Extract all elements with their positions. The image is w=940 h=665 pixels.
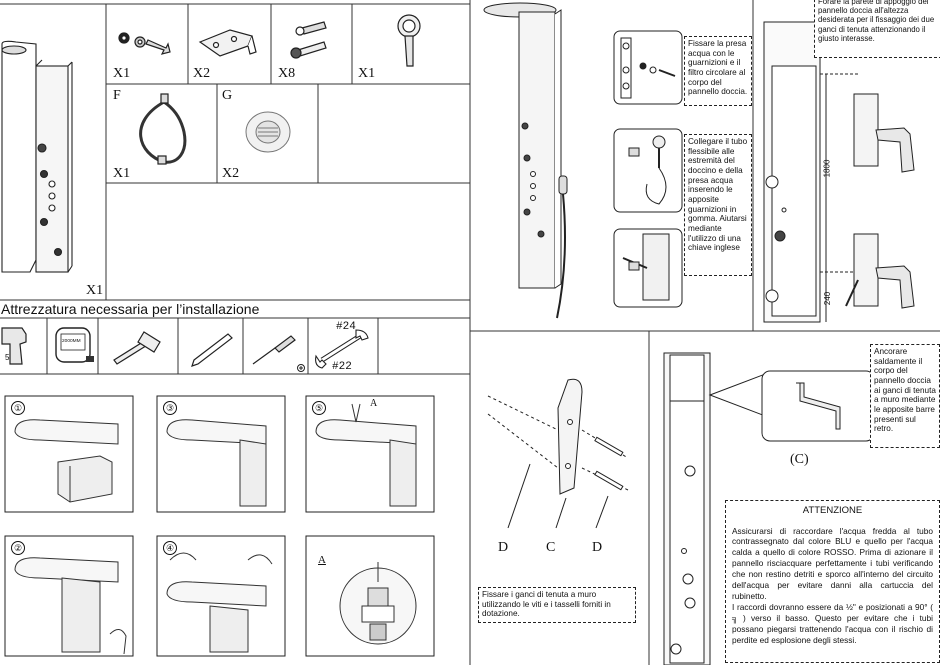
drill-bit-label: 5 [5,353,10,362]
step-5-label-a: A [370,398,378,409]
detail-a-label: A [318,554,326,566]
part-g-letter: G [222,88,233,103]
part-g-qty: X2 [222,166,240,181]
pencil-icon [191,333,233,367]
part-f-qty: X1 [113,166,131,181]
panel-on-hooks-drawing [663,352,875,665]
hook-label-d-right: D [592,540,603,555]
installed-panel-drawing [483,2,568,319]
note-presa: Fissare la presa acqua con le guarnizion… [684,36,752,106]
wall-drilling-drawing [763,21,915,323]
shower-panel-drawing [1,40,73,273]
round-filter-icon [245,111,291,153]
note-ancorare: Ancorare saldamente il corpo del pannell… [870,344,940,448]
hooks-qty-label: X2 [193,66,211,81]
screws-qty-label: X8 [278,66,296,81]
fittings-icon [118,32,171,55]
wrench-22-label: #22 [332,361,352,373]
hook-label-c-paren: (C) [790,452,809,467]
detail-presa [613,30,683,105]
note-tubo: Collegare il tubo flessibile alle estrem… [684,134,752,276]
step-2-number: ② [11,541,25,555]
attention-title: ATTENZIONE [802,505,863,516]
hand-shower-icon [397,14,421,67]
right-page-frame [469,0,940,665]
tape-measure-label: 2000MM [62,339,81,344]
handshower-qty-label: X1 [358,66,376,81]
drill-icon [1,327,27,365]
fittings-qty-label: X1 [113,66,131,81]
step-1-number: ① [11,401,25,415]
screwdriver-icon [252,335,305,372]
detail-chiave [613,228,683,308]
wall-hook-icon [198,29,257,57]
left-page: X1 X1 X2 X8 X1 [0,3,470,657]
parts-table-grid [0,3,470,375]
detail-tubo [613,128,683,213]
panel-qty-label: X1 [86,283,104,298]
part-f-letter: F [113,88,121,103]
note-fissare-ganci: Fissare i ganci di tenuta a muro utilizz… [478,587,636,623]
note-forare: Forare la parete di appoggio del pannell… [814,0,940,58]
tools-heading: Attrezzatura necessaria per l’installazi… [1,301,260,317]
step-3-number: ③ [163,401,177,415]
attention-box: ATTENZIONE Assicurarsi di raccordare l'a… [725,500,940,663]
hook-exploded-drawing [487,378,629,529]
step-4-number: ④ [163,541,177,555]
attention-paragraph-1: Assicurarsi di raccordare l'acqua fredda… [732,525,933,602]
wrench-icon [315,329,369,369]
flexible-hose-icon [139,93,187,165]
dimension-240: 240 [823,291,833,306]
dimension-1800: 1800 [822,159,832,178]
assembly-steps-frames [4,395,435,657]
tape-measure-icon [55,327,94,363]
hook-label-c: C [546,540,556,555]
hammer-icon [113,331,161,365]
screws-icon [290,21,327,59]
wrench-24-label: #24 [336,321,356,333]
hook-label-d-left: D [498,540,509,555]
step-5-number: ⑤ [312,401,326,415]
attention-paragraph-2: I raccordi dovranno essere da ½" e posiz… [732,602,933,645]
